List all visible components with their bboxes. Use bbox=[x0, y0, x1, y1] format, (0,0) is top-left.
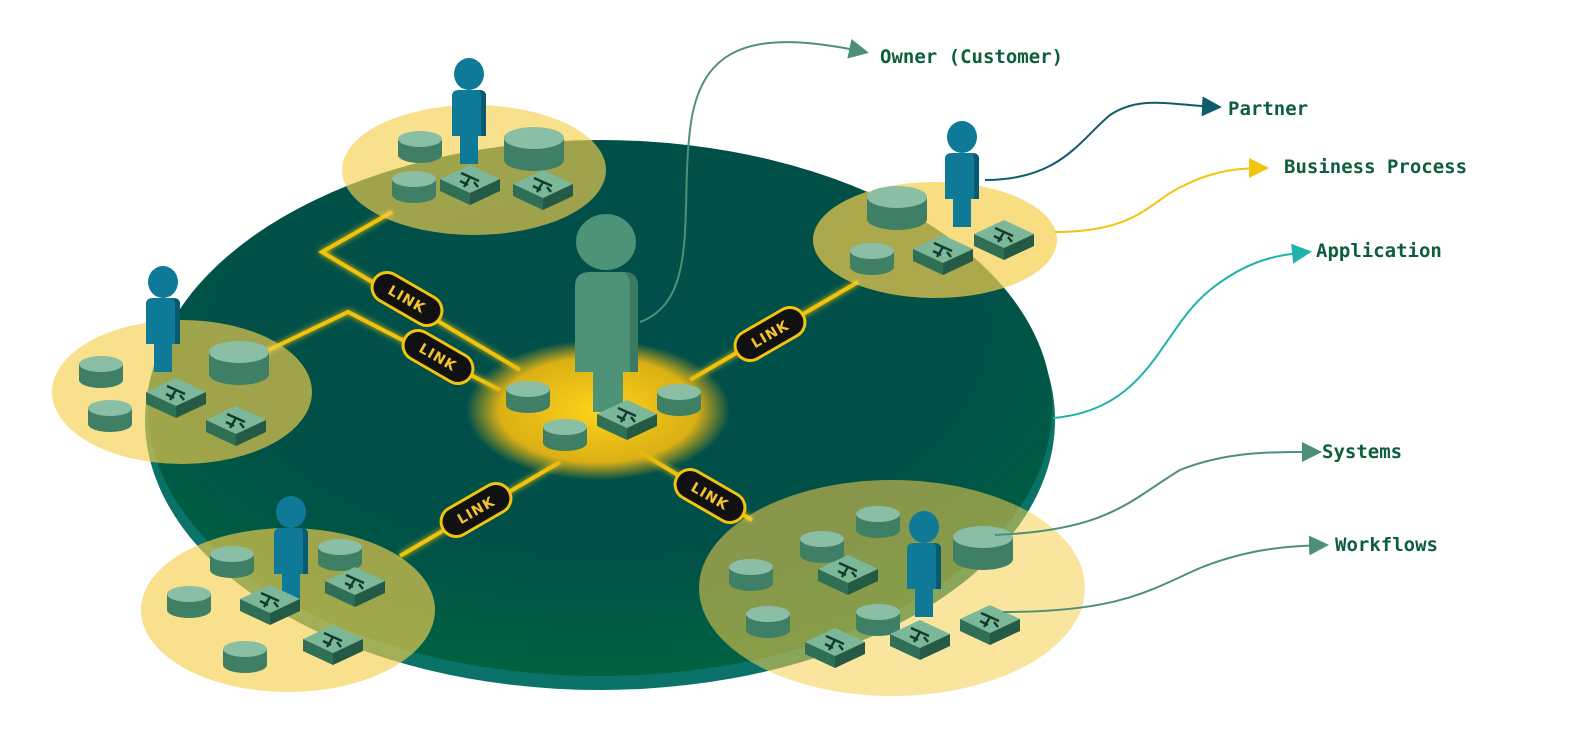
link-badge: LINK bbox=[733, 306, 807, 362]
application-callout-label: Application bbox=[1316, 240, 1442, 262]
database-cylinder-icon bbox=[543, 419, 587, 451]
database-cylinder-icon bbox=[318, 539, 362, 571]
database-cylinder-icon bbox=[392, 171, 436, 203]
database-cylinder-icon bbox=[223, 641, 267, 673]
systems-callout-label: Systems bbox=[1322, 441, 1402, 463]
database-cylinder-icon bbox=[167, 586, 211, 618]
workflows-callout-arrow bbox=[1002, 535, 1329, 613]
database-cylinder-icon bbox=[79, 356, 123, 388]
database-cylinder-icon bbox=[856, 604, 900, 636]
database-cylinder-icon bbox=[506, 381, 550, 413]
database-cylinder-icon bbox=[398, 131, 442, 163]
database-cylinder-icon bbox=[657, 384, 701, 416]
database-cylinder-icon bbox=[88, 400, 132, 432]
database-cylinder-icon bbox=[746, 606, 790, 638]
business-process-callout-label: Business Process bbox=[1284, 156, 1467, 178]
partner-callout-label: Partner bbox=[1228, 98, 1308, 120]
database-cylinder-icon bbox=[800, 531, 844, 563]
owner-callout-label: Owner (Customer) bbox=[880, 46, 1063, 68]
workflows-callout-label: Workflows bbox=[1335, 534, 1438, 556]
database-cylinder-icon bbox=[856, 506, 900, 538]
person-icon bbox=[575, 214, 638, 412]
database-cylinder-icon bbox=[850, 243, 894, 275]
application-callout-arrow bbox=[1052, 243, 1312, 419]
owner-zone-items bbox=[506, 214, 701, 451]
database-cylinder-icon bbox=[504, 127, 564, 171]
owner-callout-arrow bbox=[639, 38, 869, 323]
database-cylinder-icon bbox=[210, 546, 254, 578]
database-cylinder-icon bbox=[209, 341, 269, 385]
database-cylinder-icon bbox=[867, 186, 927, 230]
partner-callout-arrow bbox=[984, 96, 1222, 181]
systems-callout-arrow bbox=[994, 441, 1322, 536]
database-cylinder-icon bbox=[729, 559, 773, 591]
database-cylinder-icon bbox=[953, 526, 1013, 570]
business-process-callout-arrow bbox=[1054, 158, 1269, 233]
